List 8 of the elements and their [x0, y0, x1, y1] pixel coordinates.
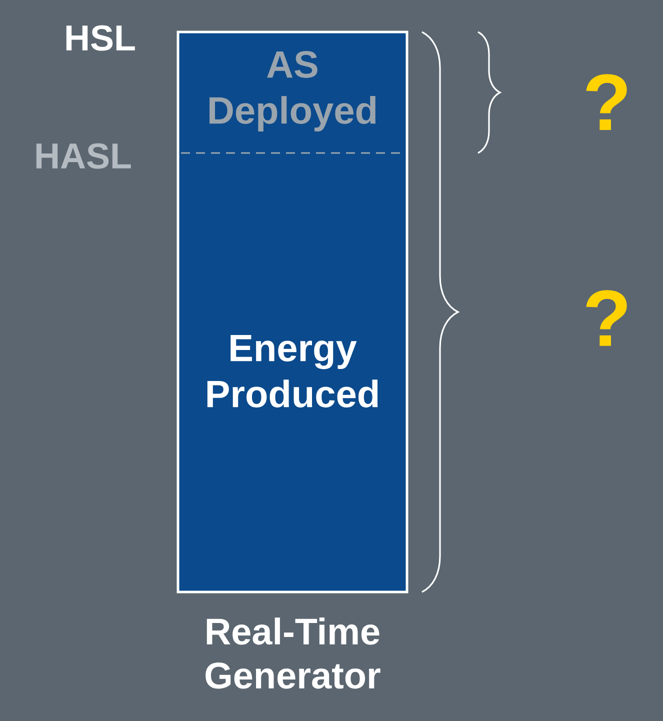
bar-caption: Real-Time Generator	[206, 618, 380, 689]
band-label: Energy Produced	[207, 335, 378, 408]
question-mark: ?	[586, 290, 627, 346]
band-label: AS Deployed	[210, 51, 376, 132]
level-label: HSL	[66, 25, 135, 51]
level-label: HASL	[36, 143, 131, 169]
question-mark: ?	[586, 74, 627, 130]
generator-bar	[176, 30, 408, 594]
